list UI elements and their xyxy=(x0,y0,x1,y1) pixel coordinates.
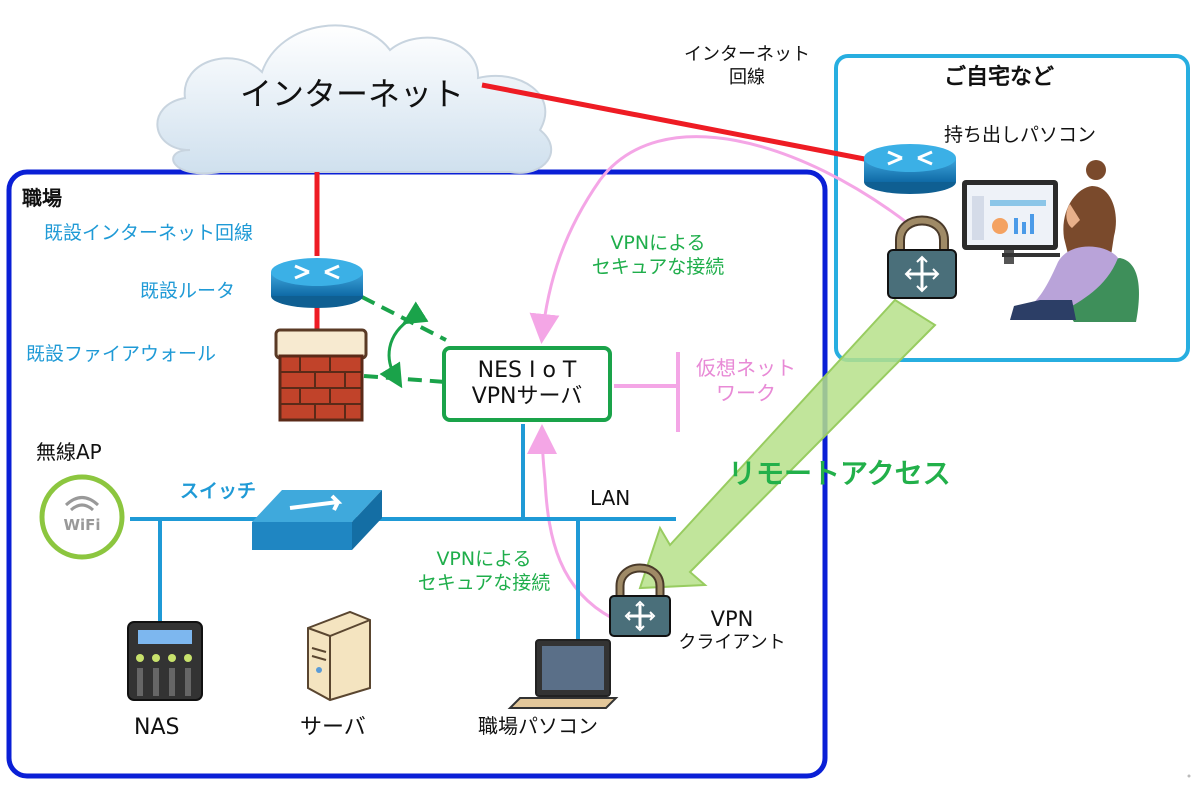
home-user-illustration xyxy=(962,160,1139,322)
vpn-server-box: NES I o T VPNサーバ xyxy=(442,346,612,422)
existing-line-label: 既設インターネット回線 xyxy=(44,222,254,244)
vpn-secure-connection-top: VPNによる セキュアな接続 xyxy=(591,232,725,278)
existing-router-label: 既設ルータ xyxy=(140,280,236,302)
home-title: ご自宅など xyxy=(944,65,1055,90)
vpn-server-subtitle: VPNサーバ xyxy=(471,384,583,409)
nas-label: NAS xyxy=(134,715,180,740)
virtual-network-label: 仮想ネット ワーク xyxy=(696,356,796,405)
green-bypass-arrow xyxy=(379,301,429,389)
home-lock-icon xyxy=(887,215,957,299)
switch-icon xyxy=(252,490,382,550)
vpn-secure-connection-bottom: VPNによる セキュアな接続 xyxy=(417,548,551,594)
wifi-ap-icon: WiFi xyxy=(39,474,125,560)
office-title: 職場 xyxy=(22,186,62,210)
vpn-client-label: VPN クライアント xyxy=(678,607,786,654)
internet-line-label: インターネット 回線 xyxy=(684,44,810,88)
vpn-tunnel-top xyxy=(529,135,911,344)
office-pc-label: 職場パソコン xyxy=(478,714,598,738)
switch-label: スイッチ xyxy=(180,480,257,502)
existing-firewall-label: 既設ファイアウォール xyxy=(26,343,217,365)
wifi-badge: WiFi xyxy=(63,516,100,534)
remote-access-arrow xyxy=(638,298,937,590)
internet-cloud-label: インターネット xyxy=(240,75,465,113)
home-pc-label: 持ち出しパソコン xyxy=(944,124,1097,146)
dashed-router-vpn xyxy=(361,295,447,342)
corner-dot xyxy=(1187,774,1191,778)
dashed-firewall-vpn xyxy=(363,374,447,384)
internet-cloud xyxy=(156,24,553,175)
remote-access-label: リモートアクセス xyxy=(728,457,951,490)
vpn-server-name: NES I o T xyxy=(477,357,577,383)
internet-line-home xyxy=(481,82,881,165)
virtual-network-line xyxy=(614,352,680,432)
firewall-icon xyxy=(274,328,368,422)
home-router-icon xyxy=(864,144,956,194)
nas-icon xyxy=(127,621,203,701)
office-laptop-icon xyxy=(507,639,619,709)
vpn-client-lock-icon xyxy=(609,563,671,637)
server-label: サーバ xyxy=(300,715,366,740)
lan-label: LAN xyxy=(590,486,631,510)
vpn-tunnel-bottom xyxy=(527,424,613,620)
wireless-ap-label: 無線AP xyxy=(36,440,102,464)
existing-router-icon xyxy=(271,258,363,308)
home-frame xyxy=(834,54,1190,362)
server-icon xyxy=(307,610,371,702)
